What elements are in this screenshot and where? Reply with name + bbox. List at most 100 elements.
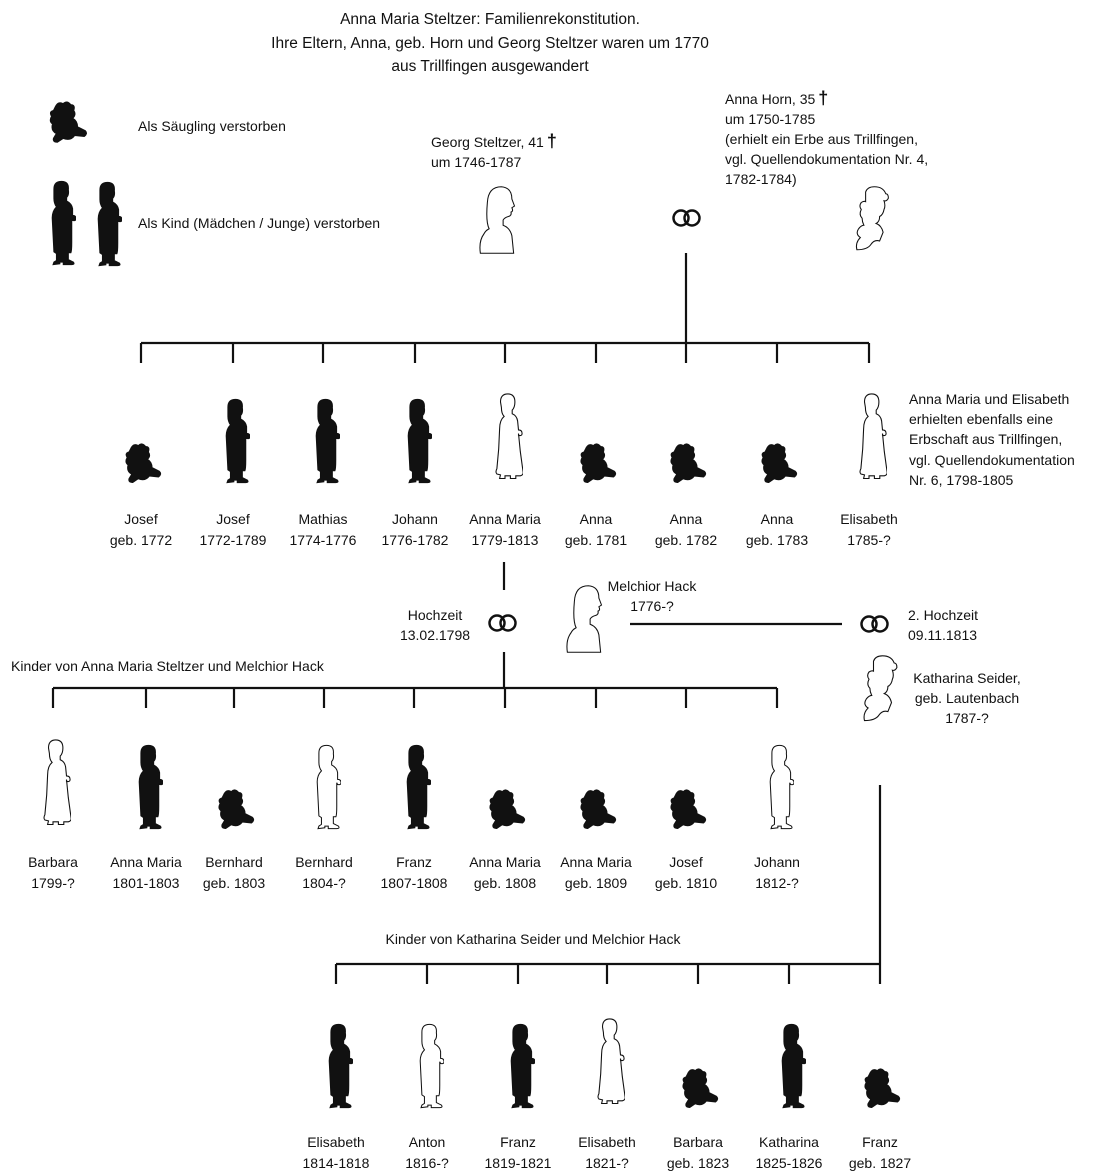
legend-infant-icon xyxy=(49,101,88,143)
child-dark-icon xyxy=(138,744,163,830)
title-line-1: Anna Maria Steltzer: Familienrekonstitut… xyxy=(340,11,640,28)
infant-icon xyxy=(218,789,255,829)
infant-icon xyxy=(864,1068,901,1108)
person-dates: geb. 1782 xyxy=(655,532,717,548)
father-name: Georg Steltzer, 41† xyxy=(431,131,557,151)
generation3-person-4: Elisabeth 1821-? xyxy=(578,964,636,1171)
marriage1-label: Hochzeit xyxy=(408,607,463,623)
child-dark-icon xyxy=(781,1023,806,1109)
generation1-note-2: erhielten ebenfalls eine xyxy=(909,411,1053,427)
generation1-row: Josef geb. 1772 Josef 1772-1789 Mathias 1774-… xyxy=(110,343,898,548)
second-wife-name: Katharina Seider, xyxy=(913,670,1020,686)
child-dark-icon xyxy=(406,744,431,830)
person-name: Anna Maria xyxy=(469,511,541,527)
generation2-person-6: Anna Maria geb. 1808 xyxy=(469,688,541,891)
person-dates: 1825-1826 xyxy=(756,1155,823,1171)
person-dates: 1774-1776 xyxy=(290,532,357,548)
katharina-portrait-icon xyxy=(863,655,898,722)
person-dates: 1816-? xyxy=(405,1155,449,1171)
person-dates: 1821-? xyxy=(585,1155,629,1171)
child-outline-icon xyxy=(769,744,794,830)
title-line-2: Ihre Eltern, Anna, geb. Horn und Georg S… xyxy=(271,35,709,52)
generation1-note-4: vgl. Quellendokumentation xyxy=(909,452,1075,468)
person-name: Josef xyxy=(216,511,250,527)
child-dark-icon xyxy=(328,1023,353,1109)
person-name: Franz xyxy=(862,1134,898,1150)
child-dark-icon xyxy=(407,398,432,484)
generation2-person-8: Josef geb. 1810 xyxy=(655,688,717,891)
marriage1-date: 13.02.1798 xyxy=(400,627,470,643)
mother-portrait-icon xyxy=(855,186,890,251)
person-name: Franz xyxy=(396,854,432,870)
person-name: Bernhard xyxy=(295,854,353,870)
person-name: Bernhard xyxy=(205,854,263,870)
person-dates: geb. 1809 xyxy=(565,875,627,891)
generation2-person-4: Bernhard 1804-? xyxy=(295,688,353,891)
generation3-person-1: Elisabeth 1814-1818 xyxy=(303,964,370,1171)
adult-outline-icon xyxy=(597,1018,625,1105)
mother-note-2: vgl. Quellendokumentation Nr. 4, xyxy=(725,151,928,167)
melchior-portrait-icon xyxy=(566,585,603,653)
generation3-label: Kinder von Katharina Seider und Melchior… xyxy=(386,931,682,947)
person-name: Anna Maria xyxy=(469,854,541,870)
father-portrait-icon xyxy=(479,186,516,254)
person-name: Mathias xyxy=(298,511,347,527)
generation2-person-1: Barbara 1799-? xyxy=(28,688,78,891)
second-wife-birthname: geb. Lautenbach xyxy=(915,690,1019,706)
person-name: Josef xyxy=(669,854,703,870)
person-dates: 1785-? xyxy=(847,532,891,548)
person-dates: 1812-? xyxy=(755,875,799,891)
infant-icon xyxy=(682,1068,719,1108)
melchior-dates: 1776-? xyxy=(630,598,674,614)
person-dates: 1819-1821 xyxy=(485,1155,552,1171)
person-name: Johann xyxy=(754,854,800,870)
child-outline-icon xyxy=(316,744,341,830)
marriage1-rings-icon xyxy=(488,614,517,632)
infant-icon xyxy=(670,443,707,483)
adult-outline-icon xyxy=(43,739,71,826)
person-dates: 1804-? xyxy=(302,875,346,891)
infant-icon xyxy=(580,789,617,829)
person-name: Anna xyxy=(761,511,794,527)
generation1-person-8: Anna geb. 1783 xyxy=(746,343,808,548)
legend-infant-label: Als Säugling verstorben xyxy=(138,118,286,134)
person-dates: geb. 1783 xyxy=(746,532,808,548)
melchior-name: Melchior Hack xyxy=(608,578,698,594)
marriage2-label: 2. Hochzeit xyxy=(908,607,978,623)
infant-icon xyxy=(670,789,707,829)
person-name: Elisabeth xyxy=(578,1134,636,1150)
person-name: Josef xyxy=(124,511,158,527)
person-dates: 1772-1789 xyxy=(200,532,267,548)
person-dates: geb. 1810 xyxy=(655,875,717,891)
legend-child-label: Als Kind (Mädchen / Junge) verstorben xyxy=(138,215,380,231)
person-name: Barbara xyxy=(28,854,78,870)
generation2-person-5: Franz 1807-1808 xyxy=(381,688,448,891)
person-dates: 1799-? xyxy=(31,875,75,891)
person-name: Franz xyxy=(500,1134,536,1150)
mother-dates: um 1750-1785 xyxy=(725,111,816,127)
person-name: Johann xyxy=(392,511,438,527)
mother-note-1: (erhielt ein Erbe aus Trillfingen, xyxy=(725,131,918,147)
person-name: Elisabeth xyxy=(307,1134,365,1150)
mother-note-3: 1782-1784) xyxy=(725,171,797,187)
person-dates: geb. 1772 xyxy=(110,532,172,548)
legend-girl-icon xyxy=(51,180,76,266)
child-dark-icon xyxy=(315,398,340,484)
marriage2-rings-icon xyxy=(860,615,889,633)
person-name: Anna Maria xyxy=(110,854,182,870)
second-wife-dates: 1787-? xyxy=(945,710,989,726)
person-dates: 1807-1808 xyxy=(381,875,448,891)
generation1-note-1: Anna Maria und Elisabeth xyxy=(909,391,1069,407)
person-dates: geb. 1808 xyxy=(474,875,536,891)
person-name: Anna xyxy=(580,511,613,527)
person-dates: 1814-1818 xyxy=(303,1155,370,1171)
infant-icon xyxy=(761,443,798,483)
